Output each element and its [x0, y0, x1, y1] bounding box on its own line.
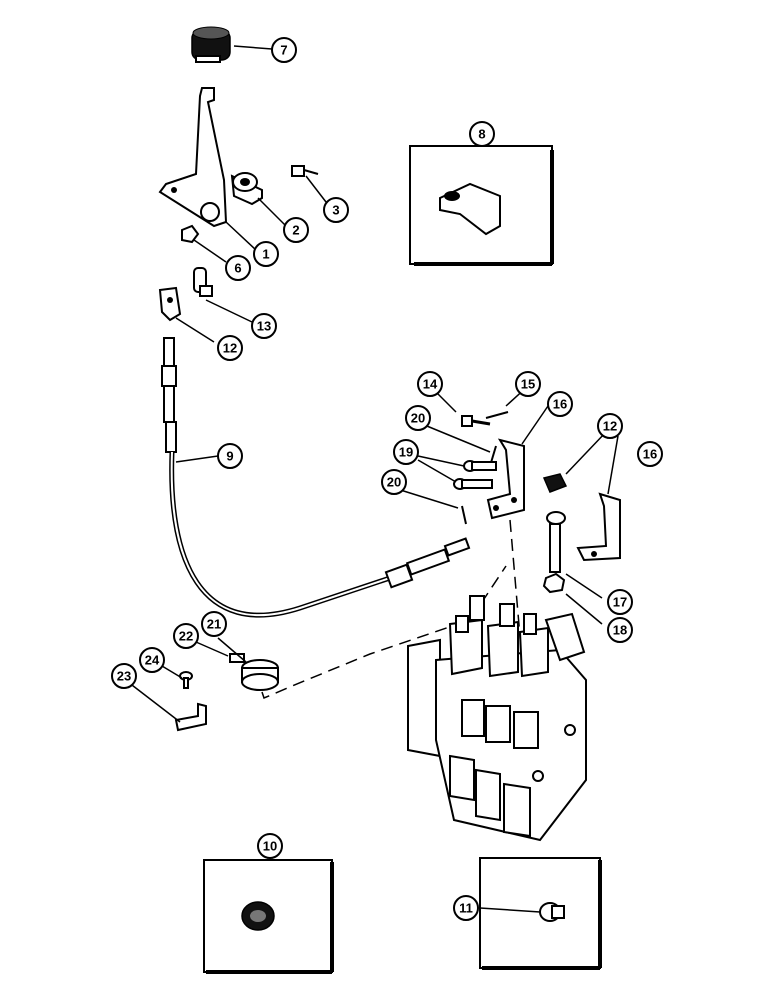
callout-10-label: 10: [263, 839, 277, 854]
callout-24: 24: [139, 647, 165, 673]
callout-23: 23: [111, 663, 137, 689]
part-plug: [539, 902, 565, 922]
callout-15: 15: [515, 371, 541, 397]
callout-7: 7: [271, 37, 297, 63]
callout-22-label: 22: [179, 629, 193, 644]
callout-14-label: 14: [423, 377, 438, 392]
callout-18-label: 18: [613, 623, 627, 638]
callout-12a: 12: [217, 335, 243, 361]
callout-11-label: 11: [459, 901, 473, 916]
part-mounting-bracket-right: [576, 492, 621, 562]
part-control-lever: [158, 87, 228, 228]
leader-lines: [127, 45, 619, 913]
callout-13: 13: [251, 313, 277, 339]
callout-7-label: 7: [280, 43, 287, 58]
part-grommet: [241, 901, 275, 931]
callout-12a-label: 12: [223, 341, 237, 356]
callout-16b-label: 16: [643, 447, 657, 462]
part-mounting-bracket-left: [486, 438, 525, 520]
callout-11: 11: [453, 895, 479, 921]
callout-15-label: 15: [521, 377, 535, 392]
callout-20b-label: 20: [387, 475, 401, 490]
callout-1: 1: [253, 241, 279, 267]
callout-6: 6: [225, 255, 251, 281]
callout-3: 3: [323, 197, 349, 223]
callout-8-label: 8: [478, 127, 485, 142]
callout-6-label: 6: [234, 261, 241, 276]
part-nut: [181, 224, 200, 244]
part-screw: [179, 671, 193, 689]
callout-23-label: 23: [117, 669, 131, 684]
callout-12b: 12: [597, 413, 623, 439]
callout-9: 9: [217, 443, 243, 469]
callout-8: 8: [469, 121, 495, 147]
callout-9-label: 9: [226, 449, 233, 464]
callout-16b: 16: [637, 441, 663, 467]
callout-2: 2: [283, 217, 309, 243]
part-pin: [193, 267, 213, 297]
callout-21: 21: [201, 611, 227, 637]
callout-14: 14: [417, 371, 443, 397]
part-clevis: [158, 286, 182, 322]
callout-17-label: 17: [613, 595, 627, 610]
callout-17: 17: [607, 589, 633, 615]
part-pivot-bushing: [230, 172, 263, 206]
part-bolt: [291, 165, 319, 177]
callout-16a: 16: [547, 391, 573, 417]
part-cable-knob: [241, 659, 279, 691]
callout-12b-label: 12: [603, 419, 617, 434]
callout-2-label: 2: [292, 223, 299, 238]
callout-13-label: 13: [257, 319, 271, 334]
callout-20a-label: 20: [411, 411, 425, 426]
part-control-cable: [161, 337, 471, 618]
callout-1-label: 1: [262, 247, 269, 262]
part-knob: [191, 26, 231, 63]
callout-21-label: 21: [207, 617, 221, 632]
callout-22: 22: [173, 623, 199, 649]
callout-20a: 20: [405, 405, 431, 431]
part-bracket-8: [439, 182, 501, 236]
callout-24-label: 24: [145, 653, 160, 668]
callout-19: 19: [393, 439, 419, 465]
callout-16a-label: 16: [553, 397, 567, 412]
callout-20b: 20: [381, 469, 407, 495]
callout-18: 18: [607, 617, 633, 643]
callout-10: 10: [257, 833, 283, 859]
part-hardware: [453, 411, 568, 594]
callout-19-label: 19: [399, 445, 413, 460]
part-control-valve: [407, 595, 587, 842]
part-small-bracket: [174, 702, 207, 732]
callout-3-label: 3: [332, 203, 339, 218]
